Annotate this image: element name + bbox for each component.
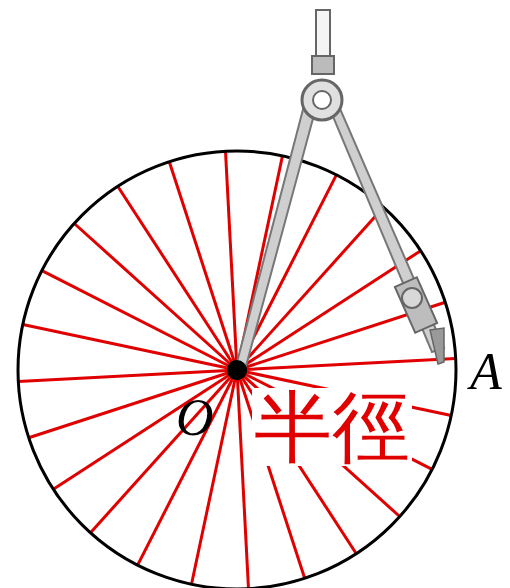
center-dot — [227, 360, 247, 380]
radius-line — [138, 370, 237, 565]
center-label: O — [176, 392, 214, 444]
radius-label: 半徑 — [252, 388, 412, 466]
radius-line — [42, 271, 237, 370]
point-label: A — [470, 346, 502, 398]
radius-line — [23, 325, 237, 371]
radius-line — [237, 370, 432, 469]
radii — [18, 151, 455, 588]
compass — [236, 10, 444, 366]
radius-line — [74, 224, 237, 371]
radius-line — [91, 370, 238, 533]
circle-outline — [18, 151, 456, 588]
